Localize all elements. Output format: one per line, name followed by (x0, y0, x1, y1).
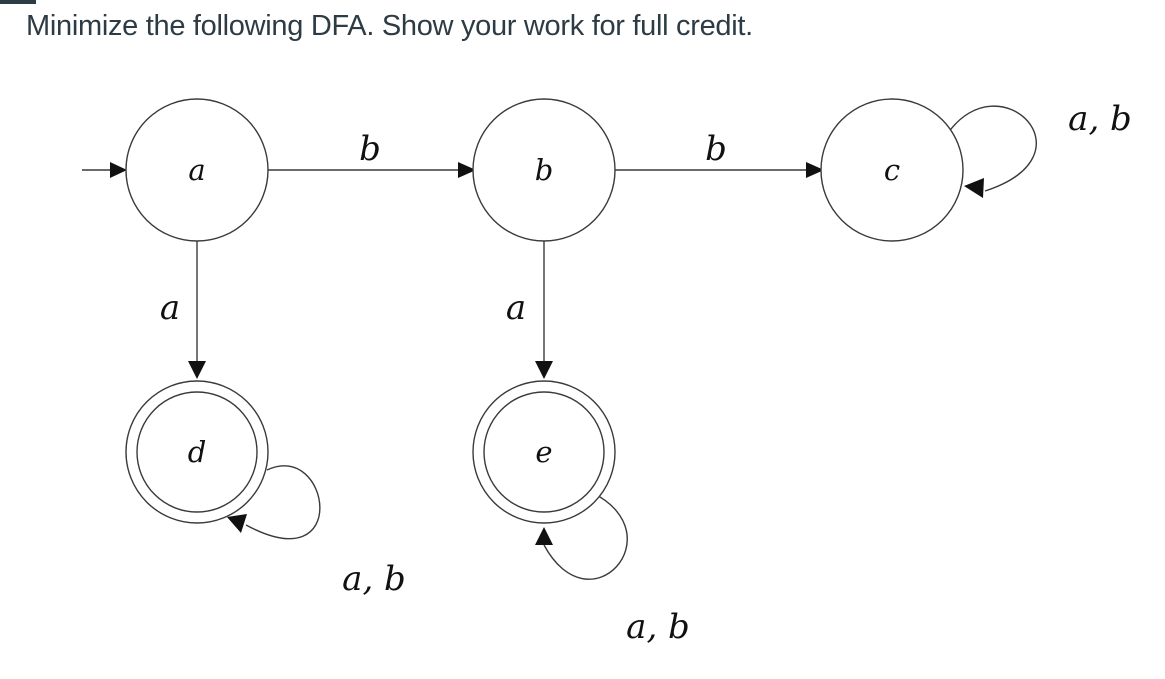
transition-d-self-loop-label: a, b (342, 559, 406, 599)
transition-b-to-e-label: a (506, 288, 526, 328)
state-b: b (472, 98, 616, 242)
transition-c-self-loop-label: a, b (1068, 99, 1132, 139)
transition-b-to-e (535, 241, 553, 379)
transition-b-to-c (614, 162, 824, 178)
state-c-label: c (884, 153, 900, 187)
transition-b-to-c-label: b (705, 129, 727, 169)
state-d-label: d (188, 435, 207, 469)
transition-e-self-loop-label: a, b (626, 607, 690, 647)
state-e-label: e (535, 435, 552, 469)
transition-d-self-loop (227, 465, 321, 540)
transition-a-to-b-label: b (359, 129, 381, 169)
state-b-label: b (535, 153, 554, 187)
transition-a-to-d-label: a (160, 288, 180, 328)
start-arrow (82, 162, 127, 178)
question-text: Minimize the following DFA. Show your wo… (26, 10, 753, 42)
state-d-accepting: d (125, 380, 269, 524)
state-c: c (820, 98, 964, 242)
transition-e-self-loop (535, 492, 628, 580)
state-a-label: a (188, 153, 205, 187)
transition-a-to-d (188, 241, 206, 379)
state-a: a (125, 98, 269, 242)
transition-c-self-loop (947, 105, 1037, 198)
top-left-accent-bar (0, 0, 36, 4)
state-e-accepting: e (472, 380, 616, 524)
transition-a-to-b (267, 162, 476, 178)
